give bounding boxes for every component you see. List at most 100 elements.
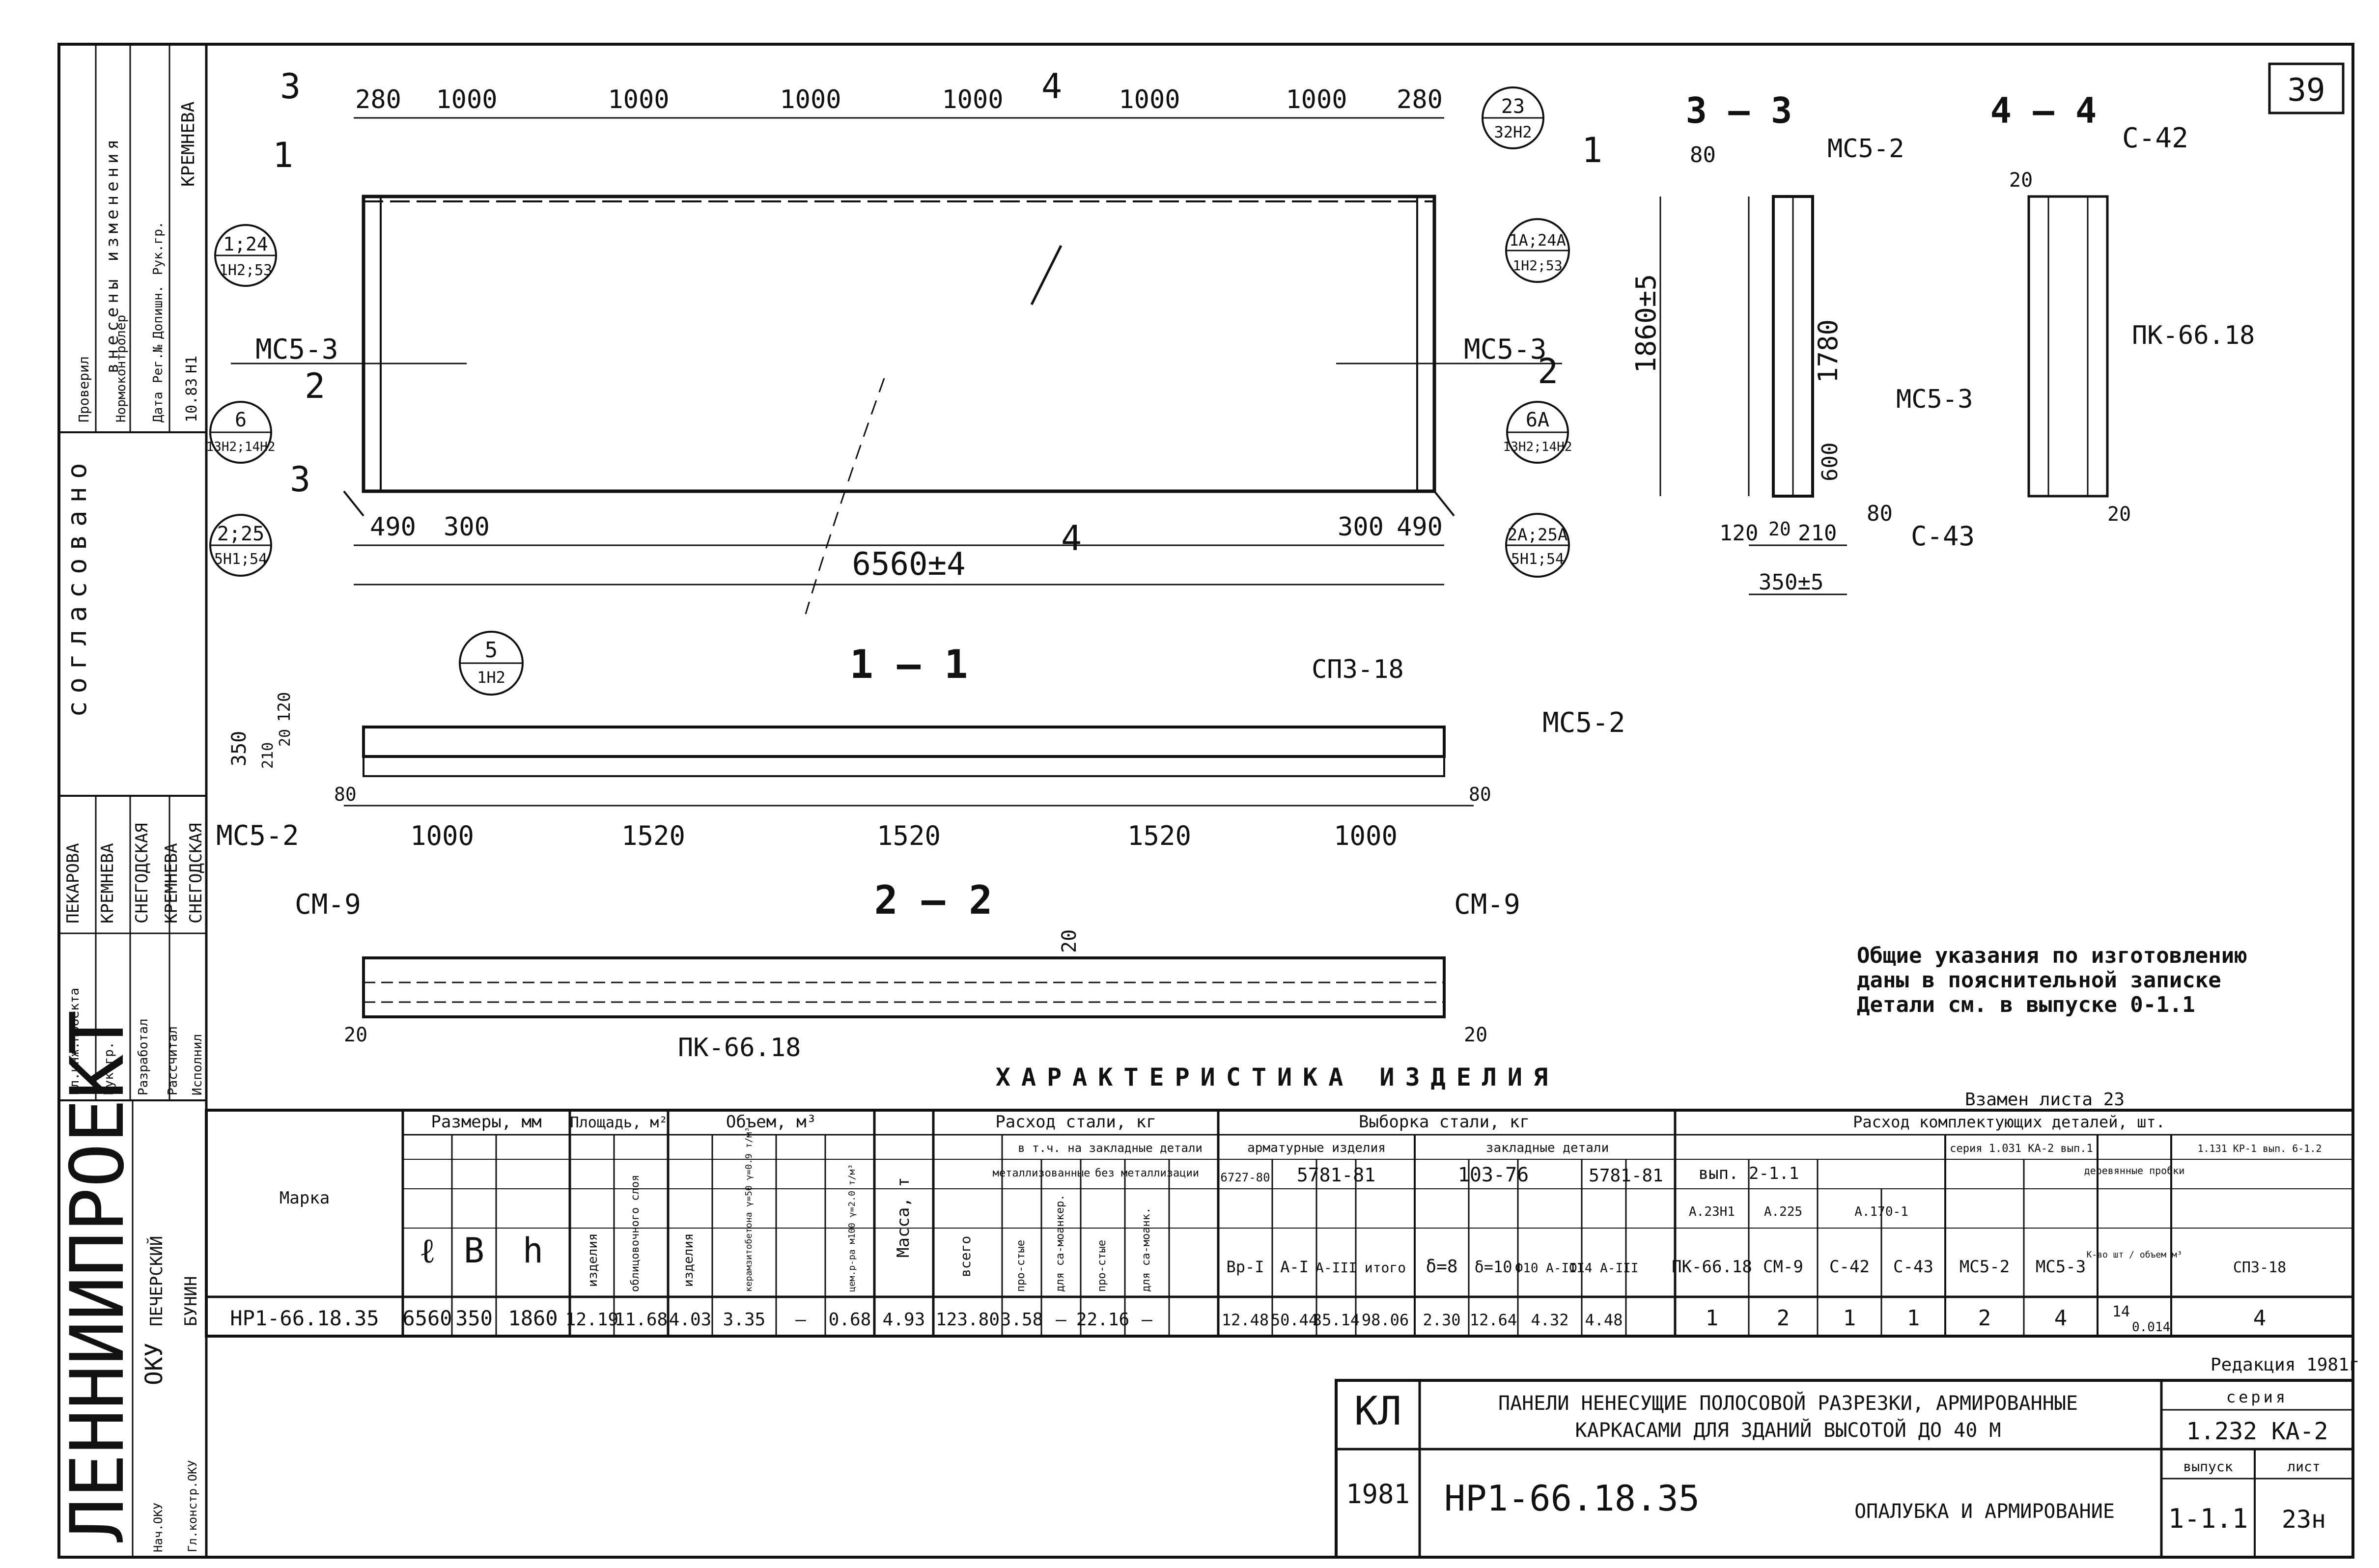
cell: 22.16 xyxy=(1076,1310,1129,1330)
sub-header: А.170-1 xyxy=(1854,1204,1908,1219)
part-label: ПК-66.18 xyxy=(678,1033,801,1063)
section-mark: 4 xyxy=(1061,518,1082,559)
dim: 20 xyxy=(344,1024,367,1046)
sub-header: изделия xyxy=(586,1233,600,1287)
section-mark: 3 xyxy=(280,66,301,107)
cell: 4.48 xyxy=(1585,1311,1623,1329)
dim: 20 xyxy=(1464,1024,1487,1046)
dim: 20 xyxy=(277,729,294,747)
dim: 1520 xyxy=(1127,820,1191,851)
col-date: Дата xyxy=(151,392,166,422)
cell: 4 xyxy=(2054,1306,2068,1331)
part-label: СП3-18 xyxy=(1312,655,1404,684)
callout: 2А;25А 5Н1;54 xyxy=(1505,513,1570,578)
sub-header: A-III xyxy=(1315,1260,1357,1276)
sub-header: A-I xyxy=(1280,1258,1309,1276)
section-mark: 1 xyxy=(273,135,293,175)
col-header: Расход стали, кг xyxy=(995,1112,1156,1132)
svg-text:1;24: 1;24 xyxy=(223,233,268,255)
spec-table: ХАРАКТЕРИСТИКА ИЗДЕЛИЯ Взамен листа 23 xyxy=(205,1063,2354,1338)
sub-header: МС5-2 xyxy=(1959,1257,2010,1277)
series-value: 1.232 КА-2 xyxy=(2186,1418,2328,1445)
section-title: 4 — 4 xyxy=(1990,90,2097,131)
cell: 4.93 xyxy=(883,1310,925,1330)
part-label: МС5-2 xyxy=(1827,134,1904,164)
dim: 80 xyxy=(1469,784,1491,805)
stamp-role: Разработал xyxy=(136,1018,151,1095)
stamp-name: КРЕМНЕВА xyxy=(162,843,181,924)
sub-header: цем.р-ра м100 γ=2.0 т/м³ xyxy=(847,1164,857,1292)
mcs-left: МС5-3 xyxy=(255,334,338,365)
dim: 1000 xyxy=(942,85,1003,114)
cell: 3.58 xyxy=(1001,1310,1043,1330)
sub-header: для сa-моанкер. xyxy=(1054,1194,1066,1292)
svg-text:6: 6 xyxy=(235,409,247,431)
cell: 2 xyxy=(1978,1306,1991,1331)
sub-header: 5781-81 xyxy=(1589,1166,1663,1186)
sub-header: 5781-81 xyxy=(1297,1164,1375,1186)
part-label: МС5-3 xyxy=(1896,385,1973,414)
callout-sub: 1Н2 xyxy=(477,668,505,687)
svg-text:1Н2;53: 1Н2;53 xyxy=(219,262,272,279)
stamp-name: БУНИН xyxy=(181,1276,201,1326)
sub-header: вып. 2-1.1 xyxy=(1699,1164,1799,1183)
sub-header: для са-моанк. xyxy=(1140,1207,1152,1292)
stamp-role: Рассчитал xyxy=(166,1026,180,1095)
note-line: Общие указания по изготовлению xyxy=(1857,943,2247,968)
stamp-name: СНЕГОДСКАЯ xyxy=(132,823,152,924)
section-4-4: 4 — 4 20 20 С-42 ПК-66.18 С-43 xyxy=(1911,90,2255,552)
sub-header: δ=8 xyxy=(1426,1257,1457,1277)
sub-header: про-стые xyxy=(1096,1240,1108,1292)
section-mark: 1 xyxy=(1582,130,1602,170)
section-mark: 4 xyxy=(1041,66,1062,107)
svg-text:2А;25А: 2А;25А xyxy=(1508,525,1568,545)
cell: 1 xyxy=(1907,1306,1920,1331)
year: 1981 xyxy=(1346,1479,1410,1510)
section-3-3: 3 — 3 80 1860±5 1780 600 80 120 20 210 3… xyxy=(1630,90,1973,595)
dim: 1000 xyxy=(780,85,841,114)
dim: 280 xyxy=(1397,85,1443,114)
sub-header: А.23Н1 xyxy=(1689,1204,1735,1219)
changes-label: внесены изменения xyxy=(103,136,122,373)
cell: 1 xyxy=(1843,1306,1856,1331)
note-line: Детали см. в выпуске 0-1.1 xyxy=(1857,992,2195,1017)
dim: 20 xyxy=(1768,518,1791,540)
total-length: 6560±4 xyxy=(852,546,965,583)
dim: 20 xyxy=(2107,503,2131,526)
callout: 1;24 1Н2;53 xyxy=(214,224,277,287)
dim: 1000 xyxy=(1334,820,1398,851)
cell: 123.80 xyxy=(936,1310,1000,1330)
note-line: даны в пояснительной записке xyxy=(1857,968,2221,993)
dim: 210 xyxy=(259,742,277,769)
cell: 3.35 xyxy=(723,1310,766,1330)
dim: 280 xyxy=(355,85,401,114)
dim: 490 xyxy=(1397,512,1443,542)
part-label: ПК-66.18 xyxy=(2132,321,2255,350)
callout-num: 5 xyxy=(485,638,498,663)
sub-header: δ=10 xyxy=(1474,1258,1512,1276)
cell: 12.64 xyxy=(1470,1311,1517,1329)
cell: 350 xyxy=(455,1306,493,1330)
section-mark: 3 xyxy=(290,459,310,500)
cell: – xyxy=(1142,1310,1152,1330)
stamp-role: Рук.гр. xyxy=(102,1041,116,1095)
svg-text:5Н1;54: 5Н1;54 xyxy=(1511,551,1564,568)
cell: 2 xyxy=(1777,1306,1790,1331)
product-mark: НР1-66.18.35 xyxy=(1444,1478,1700,1519)
sub-header: закладные детали xyxy=(1486,1141,1609,1155)
sub-header: К-во шт / объем м³ xyxy=(2086,1250,2182,1260)
checker-name: КРЕМНЕВА xyxy=(178,101,198,187)
sub-header: металлизованные xyxy=(993,1167,1091,1179)
cell: 0.68 xyxy=(829,1310,871,1330)
dim: 1780 xyxy=(1813,319,1844,383)
page-number: 39 xyxy=(2287,72,2325,109)
agreed-label: согласовано xyxy=(61,455,92,717)
sub-header: арматурные изделия xyxy=(1247,1141,1386,1155)
norm-role: Нормоконтролер xyxy=(114,315,129,422)
sub-header: деревянные пробки xyxy=(2084,1165,2185,1176)
dept-name: ОКУ xyxy=(140,1343,168,1385)
col-reg: Рег.№ xyxy=(151,344,166,383)
dim: 1860±5 xyxy=(1630,274,1662,373)
col-header: Марка xyxy=(280,1188,330,1208)
cell: 2.30 xyxy=(1423,1311,1460,1329)
